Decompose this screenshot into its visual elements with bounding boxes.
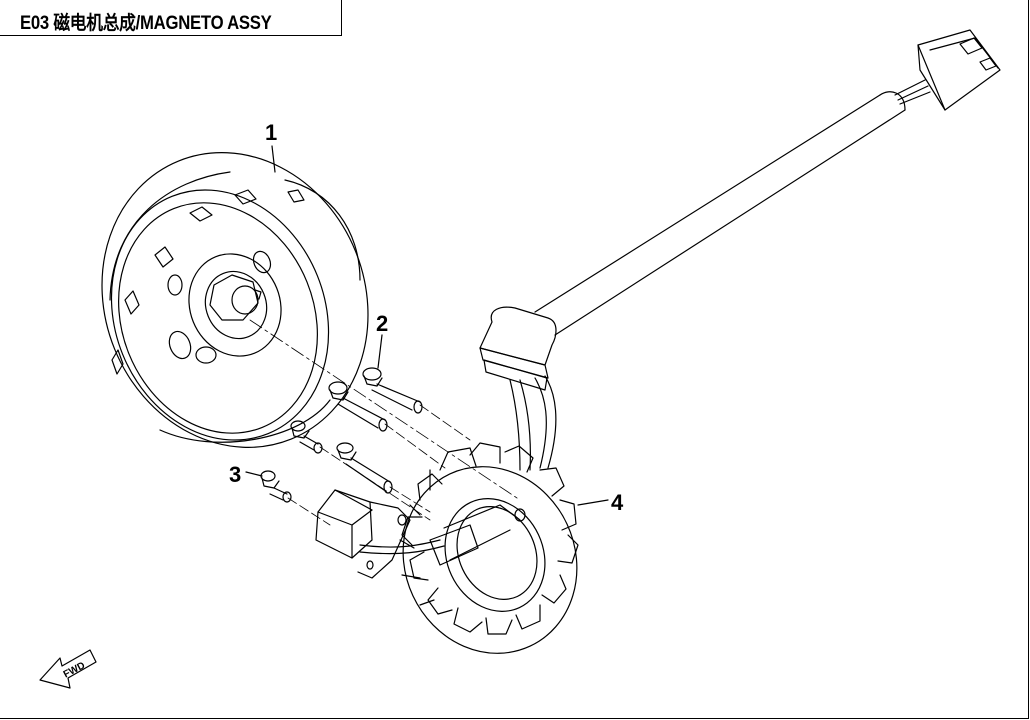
page-title: E03 磁电机总成/MAGNETO ASSY [20, 13, 272, 34]
callout-4: 4 [611, 490, 624, 515]
flywheel-rotor [101, 152, 369, 448]
fwd-label: FWD [62, 660, 87, 680]
bolt-upper-2 [328, 381, 388, 432]
leader-3 [245, 471, 263, 477]
bolt-upper-1 [362, 367, 423, 414]
callout-2: 2 [376, 311, 388, 336]
screw-part-3 [260, 470, 292, 503]
leader-1 [271, 145, 276, 173]
callout-3: 3 [229, 462, 241, 487]
leader-2 [377, 334, 383, 369]
fwd-arrow-icon [39, 649, 97, 689]
callout-1: 1 [265, 120, 277, 145]
leader-4 [577, 499, 609, 506]
pickup-coil [315, 489, 411, 579]
wire-harness [359, 29, 1001, 555]
title-box: E03 磁电机总成/MAGNETO ASSY [0, 0, 342, 36]
stator-assembly [399, 442, 579, 654]
bolt-lower [336, 442, 393, 494]
